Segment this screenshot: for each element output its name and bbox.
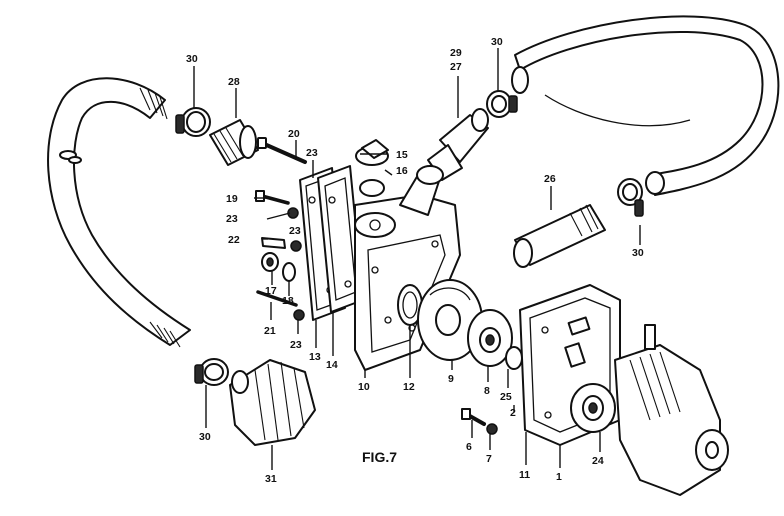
part-labels: 30 28 20 23 15 16 29 27 30 26 30 19 23 2… xyxy=(186,36,644,485)
label-23: 23 xyxy=(306,147,318,159)
label-26: 26 xyxy=(544,173,556,185)
part-6-bolt xyxy=(461,408,486,426)
label-23-b: 23 xyxy=(226,213,238,225)
label-7: 7 xyxy=(486,453,492,465)
label-25: 25 xyxy=(500,391,512,403)
label-13: 13 xyxy=(309,351,321,363)
hose-clamp-top-left xyxy=(175,107,211,137)
label-28: 28 xyxy=(228,76,240,88)
label-30-right: 30 xyxy=(632,247,644,259)
part-16-spout xyxy=(359,165,444,216)
label-8: 8 xyxy=(484,385,490,397)
label-27: 27 xyxy=(450,61,462,73)
part-25-washer xyxy=(505,346,523,370)
label-24: 24 xyxy=(592,455,604,467)
part-28-inlet-fitting xyxy=(209,119,259,166)
part-26-strainer xyxy=(513,204,606,268)
label-19: 19 xyxy=(226,193,238,205)
part-23-nut-b xyxy=(290,240,302,252)
label-10: 10 xyxy=(358,381,370,393)
label-30: 30 xyxy=(186,53,198,65)
part-23-nut-c xyxy=(293,309,305,321)
hose-clamp-right xyxy=(617,178,644,217)
label-22: 22 xyxy=(228,234,240,246)
part-20-bolt xyxy=(257,137,307,164)
part-24-engine-assembly xyxy=(570,324,729,496)
label-2: 2 xyxy=(510,407,516,419)
label-12: 12 xyxy=(403,381,415,393)
hose-clamp-top-right xyxy=(486,90,518,118)
label-9: 9 xyxy=(448,373,454,385)
part-19-bolt xyxy=(255,190,290,205)
figure-caption: FIG.7 xyxy=(362,449,397,465)
label-1: 1 xyxy=(556,471,562,483)
label-17: 17 xyxy=(265,285,277,297)
hose-clamp-bottom-left xyxy=(194,358,229,386)
part-21-bolt xyxy=(256,290,298,307)
label-18: 18 xyxy=(282,295,294,307)
label-23-c: 23 xyxy=(289,225,301,237)
label-23-d: 23 xyxy=(290,339,302,351)
label-14: 14 xyxy=(326,359,338,371)
part-31-foot-filter xyxy=(229,359,316,446)
leader-lines xyxy=(193,48,641,470)
top-right-hose xyxy=(511,15,780,196)
label-29: 29 xyxy=(450,47,462,59)
part-18-oring xyxy=(282,262,296,282)
label-6: 6 xyxy=(466,441,472,453)
label-21: 21 xyxy=(264,325,276,337)
part-22-screw xyxy=(261,237,286,249)
part-7-washer xyxy=(486,423,498,435)
label-15: 15 xyxy=(396,149,408,161)
label-20: 20 xyxy=(288,128,300,140)
part-17-plug xyxy=(261,252,279,272)
part-8-impeller xyxy=(467,309,513,367)
label-16: 16 xyxy=(396,165,408,177)
part-15-cap xyxy=(355,139,389,166)
label-31: 31 xyxy=(265,473,277,485)
left-hose xyxy=(47,77,191,348)
label-30-bottom-left: 30 xyxy=(199,431,211,443)
label-30-top-right: 30 xyxy=(491,36,503,48)
label-11: 11 xyxy=(519,469,530,481)
